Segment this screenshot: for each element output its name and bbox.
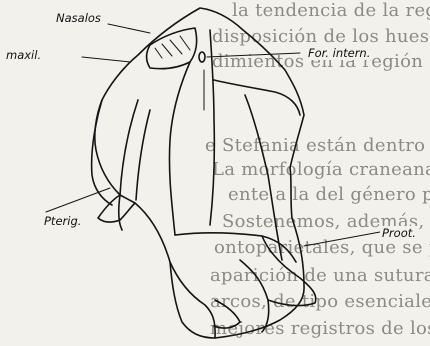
leader-maxil — [82, 57, 130, 62]
prootic-region — [262, 236, 316, 306]
foramen-internal — [199, 52, 205, 62]
label-pterig: Pterig. — [42, 214, 83, 228]
leader-proot — [304, 232, 380, 246]
left-maxilla — [92, 100, 112, 205]
left-column-lower — [170, 262, 215, 338]
frontoparietal-right — [210, 30, 214, 225]
leader-nasales — [108, 24, 150, 33]
left-pterygoid-inner — [136, 110, 150, 200]
frontoparietal-left — [169, 62, 190, 235]
label-nasales: Nasalos — [54, 11, 103, 25]
label-proot: Proot. — [380, 226, 418, 240]
right-orbit-line — [214, 80, 300, 115]
label-maxil: maxil. — [4, 48, 43, 62]
leader-pterig — [46, 188, 110, 212]
prootic-inner — [240, 260, 269, 332]
occipital-condyle — [214, 300, 240, 328]
leader-for-intern — [207, 53, 300, 57]
label-for-intern: For. intern. — [306, 46, 372, 60]
